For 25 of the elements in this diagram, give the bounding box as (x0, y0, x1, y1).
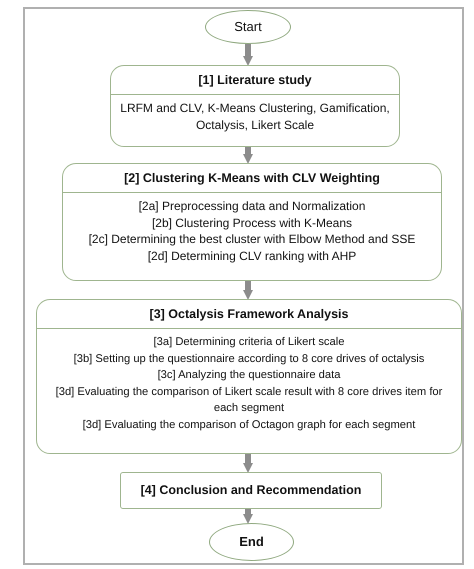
step-item: LRFM and CLV, K-Means Clustering, Gamification, Octalysis, Likert Scale (119, 100, 391, 133)
step-item: [2b] Clustering Process with K-Means (150, 214, 354, 231)
process-box (110, 65, 400, 147)
arrow (243, 281, 253, 300)
terminal-label: End (238, 534, 265, 550)
step-item: [2a] Preprocessing data and Normalization (138, 198, 366, 214)
step-item: [3d] Evaluating the comparison of Likert scale result with 8 core drives item for each segment (54, 384, 444, 416)
step-item: [3d] Evaluating the comparison of Octagon graph for each segment (82, 418, 416, 432)
step-item: [2c] Determining the best cluster with Elbow Method and SSE (88, 231, 416, 248)
step-item: [3c] Analyzing the questionnaire data (156, 368, 342, 383)
process-box (62, 163, 442, 281)
arrow (243, 147, 253, 164)
process-box (120, 472, 382, 509)
step-heading: [2] Clustering K-Means with CLV Weighting (63, 164, 441, 193)
terminal-label: Start (233, 18, 263, 36)
arrow (243, 509, 253, 524)
step-item: [3a] Determining criteria of Likert scale (152, 335, 346, 350)
arrow (243, 44, 253, 66)
step-item: [3b] Setting up the questionnaire according to 8 core drives of octalysis (72, 352, 426, 366)
process-box (36, 299, 462, 454)
step-heading: [4] Conclusion and Recommendation (140, 482, 362, 499)
step-heading: [3] Octalysis Framework Analysis (37, 300, 461, 329)
step-item: [2d] Determining CLV ranking with AHP (146, 248, 358, 264)
step-heading: [1] Literature study (111, 66, 399, 95)
arrow (243, 454, 253, 473)
